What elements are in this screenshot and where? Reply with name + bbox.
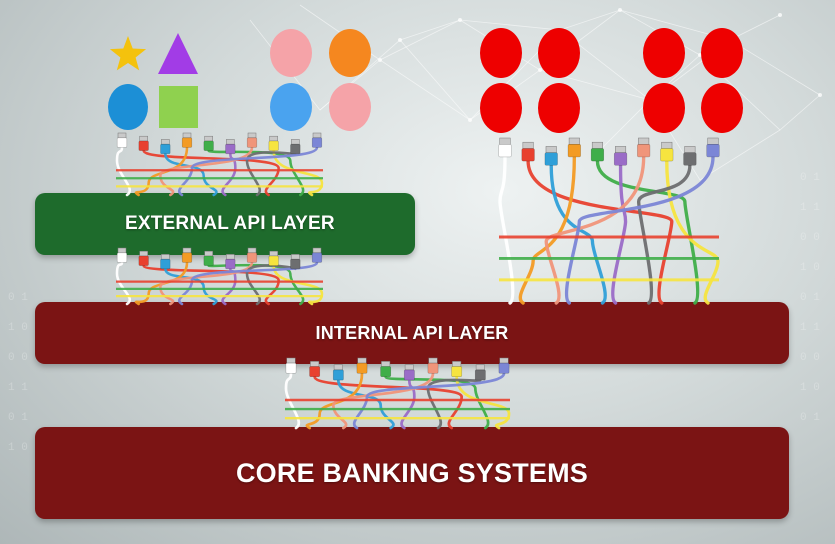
core-banking-systems: CORE BANKING SYSTEMS <box>35 427 789 519</box>
svg-text:0 1: 0 1 <box>8 292 28 304</box>
svg-text:0 1: 0 1 <box>8 412 28 424</box>
svg-text:0 1: 0 1 <box>800 292 820 304</box>
svg-text:1 0: 1 0 <box>800 262 820 274</box>
svg-text:1 0: 1 0 <box>8 442 28 454</box>
external-api-layer-label: EXTERNAL API LAYER <box>125 213 335 234</box>
svg-text:0 0: 0 0 <box>8 352 28 364</box>
internal-api-layer: INTERNAL API LAYER <box>35 302 789 364</box>
svg-text:1 0: 1 0 <box>8 322 28 334</box>
internal-api-layer-label: INTERNAL API LAYER <box>315 322 509 343</box>
svg-text:0 0: 0 0 <box>800 352 820 364</box>
svg-text:0 1: 0 1 <box>800 412 820 424</box>
svg-text:1 1: 1 1 <box>800 202 820 214</box>
svg-text:1 1: 1 1 <box>8 382 28 394</box>
svg-text:0 0: 0 0 <box>800 232 820 244</box>
svg-text:0 1: 0 1 <box>800 172 820 184</box>
svg-text:1 0: 1 0 <box>800 382 820 394</box>
core-banking-systems-label: CORE BANKING SYSTEMS <box>235 457 589 488</box>
external-api-layer: EXTERNAL API LAYER <box>35 193 415 255</box>
svg-text:1 1: 1 1 <box>800 322 820 334</box>
